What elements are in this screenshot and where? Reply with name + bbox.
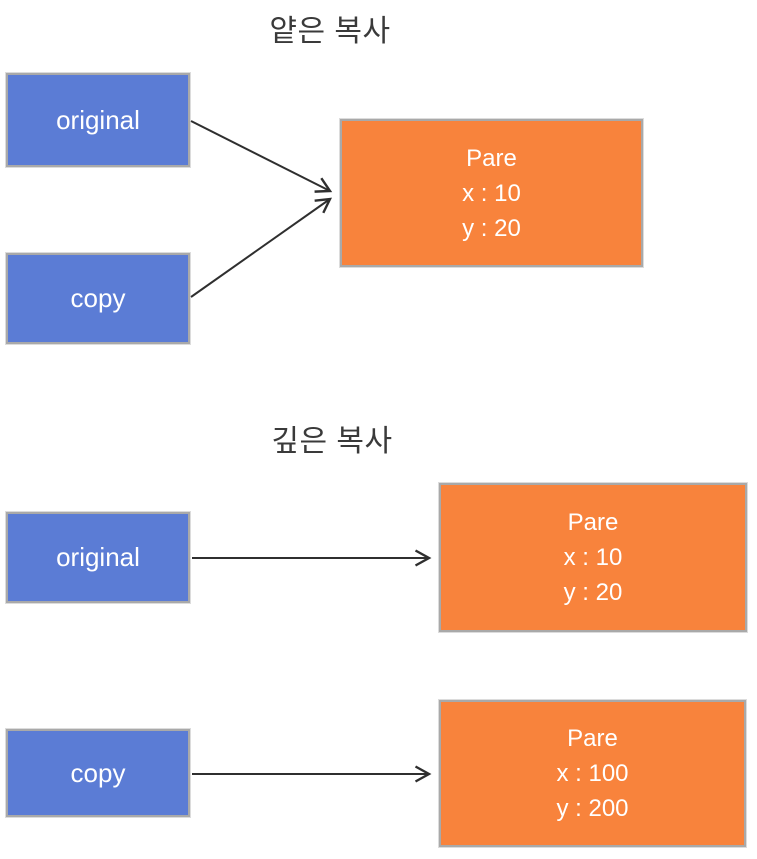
shallow-copy-title: 얕은 복사 [269,15,391,48]
shallow-copy-label: copy [70,283,126,313]
deep-original-label: original [56,542,140,572]
object-field-x: x : 10 [563,544,623,571]
deep-pare-original-object-node: Pare x : 10 y : 20 [439,483,747,632]
shallow-copy-node: copy [6,253,190,344]
deep-copy-label: copy [70,757,126,788]
arrow-shallow-original-to-pare [190,120,333,193]
deep-original-node: original [6,512,190,603]
object-name: Pare [567,509,619,536]
object-field-y: y : 200 [556,795,629,822]
object-field-x: x : 10 [462,179,521,207]
shallow-original-label: original [56,104,140,135]
deep-copy-node: copy [6,729,190,817]
deep-pare-copy-object-node: Pare x : 100 y : 200 [439,700,746,847]
object-field-x: x : 100 [556,760,629,787]
arrow-shallow-copy-to-pare [190,197,333,298]
object-field-y: y : 20 [462,214,521,242]
shallow-original-node: original [6,73,190,167]
deep-copy-title: 깊은 복사 [271,425,393,458]
object-field-y: y : 20 [563,579,623,606]
shallow-pare-object-node: Pare x : 10 y : 20 [340,119,643,267]
object-name: Pare [466,144,517,172]
object-name: Pare [567,725,618,752]
